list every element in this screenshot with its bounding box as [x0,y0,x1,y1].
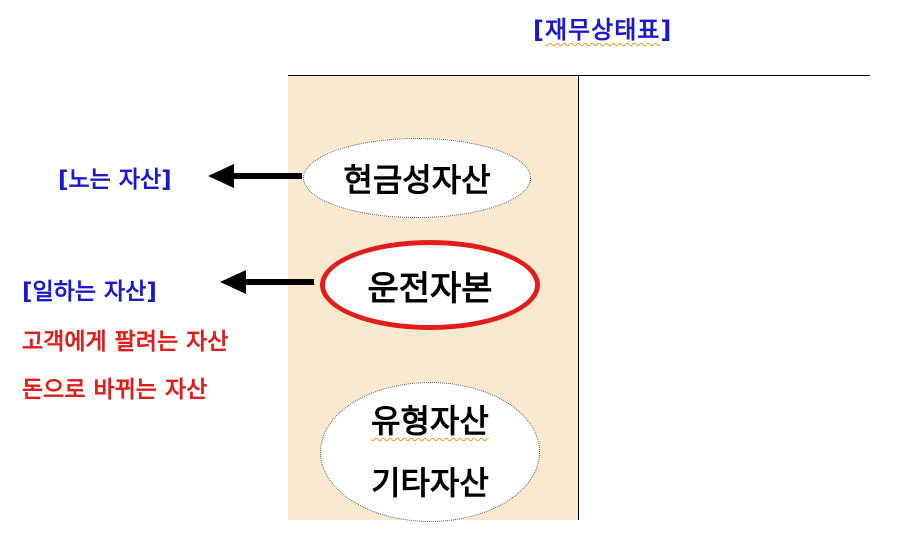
assets-turned-into-money-label: 돈으로 바뀌는 자산 [22,377,208,403]
working-capital-label: 운전자본 [367,268,493,309]
tangible-assets-label: 유형자산 [371,402,489,440]
balance-sheet-title: [재무상태표] [533,10,672,45]
left-arrow-icon [220,270,314,294]
title-close-bracket: ] [660,16,673,44]
working-capital-ellipse: 운전자본 [320,240,540,330]
other-assets-label: 기타자산 [371,464,489,502]
working-assets-label: [일하는 자산] [22,279,157,305]
assets-sold-to-customers-label: 고객에게 팔려는 자산 [22,329,229,355]
idle-assets-label: [노는 자산] [58,167,172,193]
cash-assets-ellipse: 현금성자산 [303,138,531,218]
t-account-vertical-line [578,76,579,520]
tangible-other-assets-ellipse: 유형자산 기타자산 [320,382,540,522]
left-arrow-icon [208,164,302,188]
title-open-bracket: [ [533,16,545,44]
title-word: 재무상태표 [544,16,661,44]
cash-assets-label: 현금성자산 [343,161,491,199]
t-account-horizontal-line [288,75,870,76]
